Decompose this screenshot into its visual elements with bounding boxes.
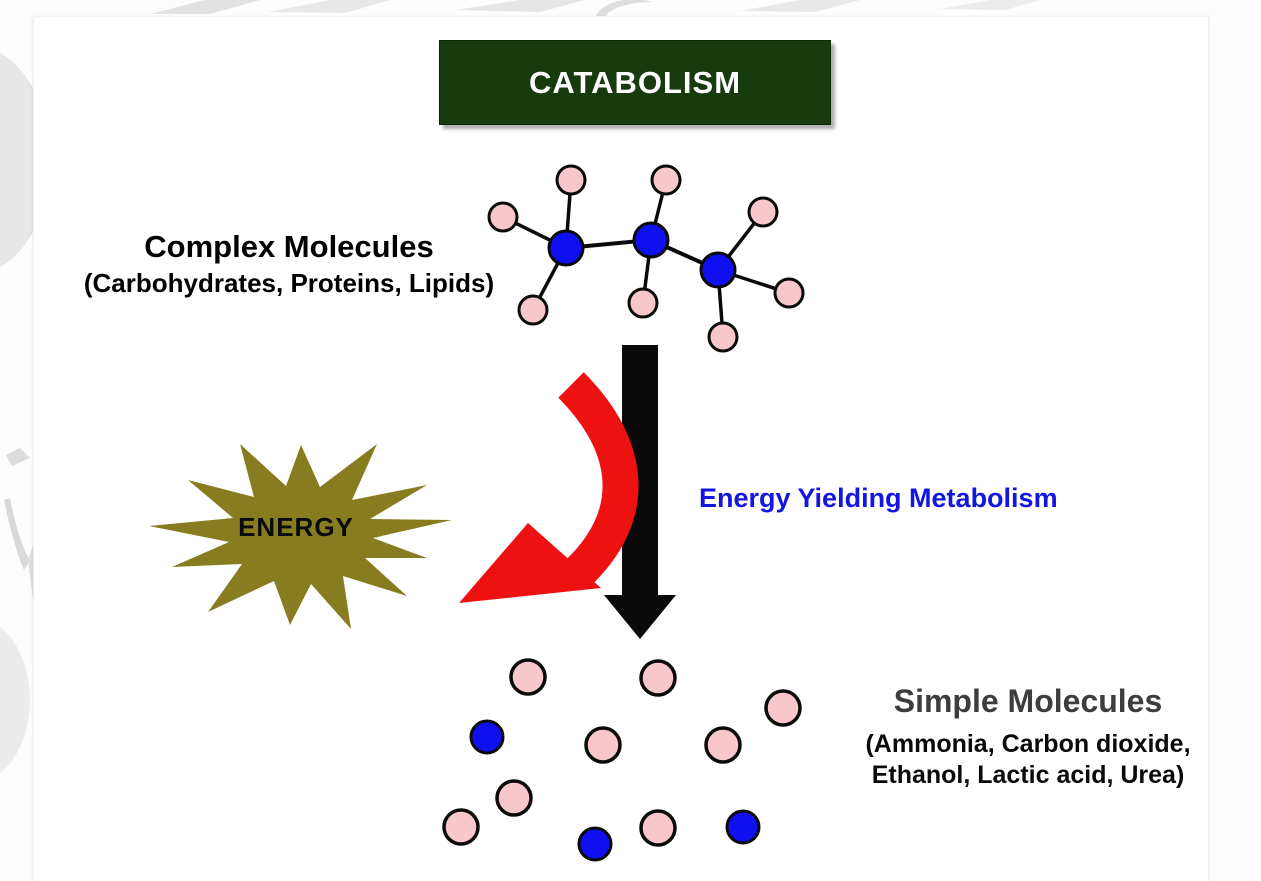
pink-node bbox=[650, 164, 682, 196]
pink-node bbox=[627, 287, 659, 319]
complex-molecules-examples: (Carbohydrates, Proteins, Lipids) bbox=[83, 268, 495, 298]
pink-node bbox=[487, 201, 519, 233]
simple-molecules-graphic bbox=[442, 658, 802, 862]
pink-node bbox=[764, 689, 802, 727]
simple-molecules-examples-1: (Ammonia, Carbon dioxide, bbox=[865, 730, 1191, 758]
complex-molecules-heading: Complex Molecules bbox=[144, 229, 434, 264]
pink-node bbox=[442, 808, 480, 846]
energy-burst-icon bbox=[149, 444, 452, 629]
simple-molecules-label: Simple Molecules (Ammonia, Carbon dioxid… bbox=[832, 681, 1224, 791]
process-label: Energy Yielding Metabolism bbox=[699, 483, 1058, 513]
complex-molecule-graphic bbox=[487, 164, 805, 353]
curved-arrow-icon bbox=[459, 372, 639, 603]
pink-node bbox=[773, 277, 805, 309]
page-title: CATABOLISM bbox=[528, 64, 742, 100]
pink-node bbox=[555, 164, 587, 196]
pink-node bbox=[584, 726, 622, 764]
down-arrow-icon bbox=[604, 345, 676, 639]
pink-node bbox=[704, 726, 742, 764]
slide-canvas: CATABOLISM Complex Molecules (Carbohydra… bbox=[33, 17, 1209, 881]
pink-node bbox=[639, 659, 677, 697]
simple-molecules-heading: Simple Molecules bbox=[893, 683, 1163, 719]
blue-node bbox=[469, 719, 505, 755]
blue-node bbox=[577, 826, 613, 862]
pink-node bbox=[509, 658, 547, 696]
blue-node bbox=[699, 251, 737, 289]
blue-node bbox=[547, 229, 585, 267]
blue-node bbox=[632, 221, 670, 259]
pink-node bbox=[495, 779, 533, 817]
blue-node bbox=[725, 809, 761, 845]
simple-molecules-examples-2: Ethanol, Lactic acid, Urea) bbox=[871, 761, 1185, 789]
pink-node bbox=[747, 196, 779, 228]
complex-molecules-label: Complex Molecules (Carbohydrates, Protei… bbox=[44, 228, 534, 300]
pink-node bbox=[517, 294, 549, 326]
energy-burst-label: ENERGY bbox=[238, 512, 354, 542]
pink-node bbox=[707, 321, 739, 353]
title-box: CATABOLISM bbox=[439, 40, 831, 125]
diagram-artwork bbox=[149, 164, 805, 862]
pink-node bbox=[639, 809, 677, 847]
